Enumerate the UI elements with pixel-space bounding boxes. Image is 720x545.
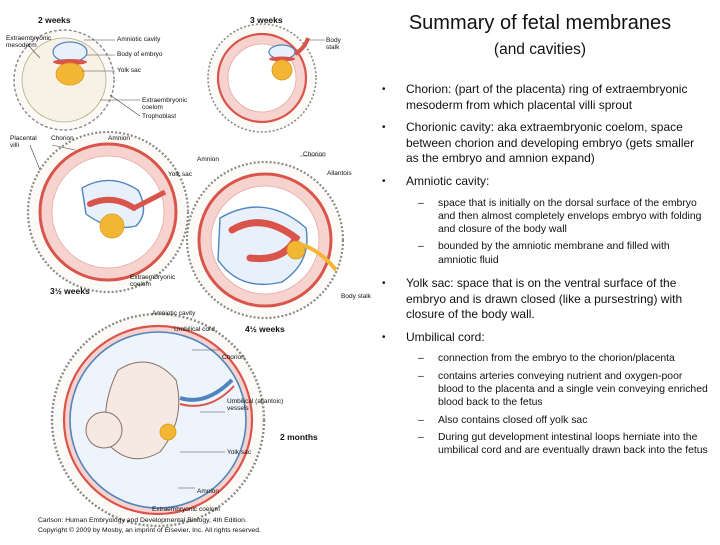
subbullet-amniotic-2: bounded by the amniotic membrane and fil… (380, 240, 708, 267)
subbullet-umbilical-1: connection from the embryo to the chorio… (380, 352, 708, 366)
figure-credit-line-2: Copyright © 2009 by Mosby, an imprint of… (38, 527, 261, 534)
label-yolk-sac-2: Yolk sac (168, 171, 192, 178)
label-umbilical-cord: Umbilical cord (174, 326, 215, 333)
label-extraembryonic-coelom-2: Extraembryonic coelom (130, 274, 176, 289)
label-2-months: 2 months (280, 432, 318, 442)
slide-subtitle: (and cavities) (493, 41, 587, 58)
label-2-weeks: 2 weeks (38, 15, 71, 25)
subbullet-umbilical-3: Also contains closed off yolk sac (380, 414, 708, 428)
amniotic-cavity-subpoints: space that is initially on the dorsal su… (380, 197, 708, 267)
stage-3-5-weeks-diagram (26, 130, 190, 294)
stage-4-5-weeks-diagram (185, 155, 345, 320)
subbullet-umbilical-4: During gut development intestinal loops … (380, 431, 708, 458)
label-body-of-embryo: Body of embryo (117, 51, 163, 58)
label-allantois: Allantois (327, 170, 352, 177)
figure-drawing (13, 23, 345, 528)
label-extraembryonic-coelom-1: Extraembryonic coelom (142, 97, 188, 112)
fetal-membranes-figure: 2 weeks 3 weeks 3½ weeks 4½ weeks 2 mont… (6, 15, 371, 534)
bullet-list: Chorion: (part of the placenta) ring of … (380, 82, 708, 467)
label-trophoblast: Trophoblast (142, 113, 177, 120)
label-body-stalk-1: Body stalk (326, 37, 341, 52)
umbilical-cord-subpoints: connection from the embryo to the chorio… (380, 352, 708, 457)
subbullet-umbilical-2: contains arteries conveying nutrient and… (380, 370, 708, 410)
stage-3-weeks-diagram (207, 23, 325, 133)
label-amnion-3: Amnion (197, 488, 220, 495)
label-4-5-weeks: 4½ weeks (245, 324, 285, 334)
label-3-weeks: 3 weeks (250, 15, 283, 25)
label-chorion-3: Chorion (222, 354, 245, 361)
label-yolk-sac-1: Yolk sac (117, 67, 141, 74)
label-3-5-weeks: 3½ weeks (50, 286, 90, 296)
stage-2-weeks-diagram (13, 29, 141, 131)
label-amniotic-cavity-2: Amniotic cavity (152, 310, 196, 317)
slide-title: Summary of fetal membranes (408, 12, 672, 34)
label-umbilical-vessels: Umbilical (allantoic) vessels (227, 398, 284, 413)
bullet-chorion: Chorion: (part of the placenta) ring of … (380, 82, 708, 113)
bullet-chorionic-cavity: Chorionic cavity: aka extraembryonic coe… (380, 120, 708, 167)
bullet-amniotic-cavity: Amniotic cavity: (380, 174, 708, 190)
subbullet-amniotic-1: space that is initially on the dorsal su… (380, 197, 708, 237)
label-amnion-2: Amnion (197, 156, 220, 163)
label-placental-villi: Placental villi (10, 135, 37, 150)
label-yolk-sac-3: Yolk sac (227, 449, 251, 456)
label-extraembryonic-mesoderm: Extraembryonic mesoderm (6, 35, 52, 50)
stage-2-months-diagram (50, 312, 266, 528)
label-body-stalk-2: Body stalk (341, 293, 371, 300)
bullet-umbilical-cord: Umbilical cord: (380, 330, 708, 346)
label-amniotic-cavity-1: Amniotic cavity (117, 36, 161, 43)
label-extraembryonic-coelom-3: Extraembryonic coelom (152, 506, 220, 513)
label-chorion-2: Chorion (303, 151, 326, 158)
figure-credit-line-1: Carlson: Human Embryology and Developmen… (38, 517, 247, 524)
bullet-yolk-sac: Yolk sac: space that is on the ventral s… (380, 276, 708, 323)
label-amnion-1: Amnion (108, 135, 131, 142)
label-chorion-1: Chorion (51, 135, 74, 142)
